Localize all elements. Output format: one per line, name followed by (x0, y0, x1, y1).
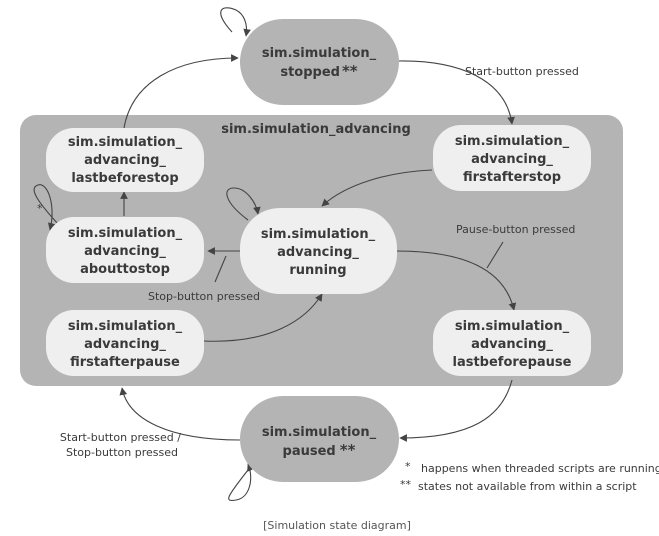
svg-text:sim.simulation_: sim.simulation_ (68, 319, 183, 334)
edge-abouttostop-self-loop (33, 184, 59, 231)
note-double-text: states not available from within a scrip… (418, 480, 637, 493)
svg-text:firstafterpause: firstafterpause (70, 355, 180, 370)
edge-stopped-self-loop (220, 7, 251, 37)
label-self-loop-star: * (37, 202, 43, 215)
state-lastbeforestop: sim.simulation_ advancing_ lastbeforesto… (46, 128, 204, 192)
edge-firstafterstop-to-running (321, 169, 433, 207)
edge-lastbeforestop-to-stopped (123, 54, 239, 129)
note-single-text: happens when threaded scripts are runnin… (421, 462, 659, 475)
label-stop-pressed: Stop-button pressed (148, 290, 260, 303)
edge-paused-self-loop (228, 463, 255, 501)
svg-text:sim.simulation_: sim.simulation_ (455, 134, 570, 149)
state-firstafterpause: sim.simulation_ advancing_ firstafterpau… (46, 310, 204, 376)
svg-text:sim.simulation_: sim.simulation_ (262, 46, 377, 61)
svg-text:sim.simulation_: sim.simulation_ (455, 319, 570, 334)
diagram-caption: [Simulation state diagram] (263, 519, 411, 532)
edges (33, 7, 517, 501)
svg-text:sim.simulation_: sim.simulation_ (261, 227, 376, 242)
svg-text:firstafterstop: firstafterstop (463, 170, 561, 185)
edge-lastbeforepause-to-paused (399, 379, 513, 442)
label-start-stop-line2: Stop-button pressed (66, 446, 178, 459)
svg-text:stopped**: stopped** (280, 62, 357, 80)
label-start-stop-line1: Start-button pressed / (60, 431, 181, 444)
svg-text:advancing_: advancing_ (84, 244, 166, 259)
stop-label-leader (214, 255, 227, 283)
note-single-mark: * (405, 460, 411, 473)
edge-paused-to-firstafterpause (119, 387, 241, 441)
svg-text:advancing_: advancing_ (471, 337, 553, 352)
state-abouttostop: sim.simulation_ advancing_ abouttostop (46, 217, 204, 283)
edge-firstafterpause-to-running (203, 293, 323, 342)
svg-text:advancing_: advancing_ (84, 337, 166, 352)
edge-running-self-loop (226, 187, 261, 221)
state-lastbeforepause: sim.simulation_ advancing_ lastbeforepau… (433, 310, 591, 376)
svg-text:advancing_: advancing_ (471, 152, 553, 167)
svg-text:sim.simulation_: sim.simulation_ (68, 226, 183, 241)
svg-text:lastbeforestop: lastbeforestop (71, 171, 178, 186)
note-double-mark: ** (400, 478, 412, 491)
state-running: sim.simulation_ advancing_ running (240, 208, 397, 294)
state-stopped: sim.simulation_ stopped** (240, 19, 399, 105)
svg-text:running: running (289, 263, 346, 278)
label-start-pressed: Start-button pressed (465, 65, 579, 78)
svg-text:sim.simulation_: sim.simulation_ (68, 135, 183, 150)
label-pause-pressed: Pause-button pressed (456, 223, 575, 236)
svg-text:abouttostop: abouttostop (80, 262, 170, 277)
svg-text:advancing_: advancing_ (277, 245, 359, 260)
svg-text:sim.simulation_: sim.simulation_ (262, 425, 377, 440)
state-firstafterstop: sim.simulation_ advancing_ firstaftersto… (433, 125, 591, 191)
group-label: sim.simulation_advancing (221, 122, 411, 137)
state-paused: sim.simulation_ paused** (240, 396, 399, 482)
pause-label-leader (486, 241, 504, 269)
edge-running-to-lastbeforepause (395, 250, 517, 311)
svg-text:advancing_: advancing_ (84, 153, 166, 168)
svg-text:paused**: paused** (283, 441, 356, 459)
svg-text:lastbeforepause: lastbeforepause (452, 355, 571, 370)
edge-stopped-to-firstafterstop (397, 60, 515, 125)
